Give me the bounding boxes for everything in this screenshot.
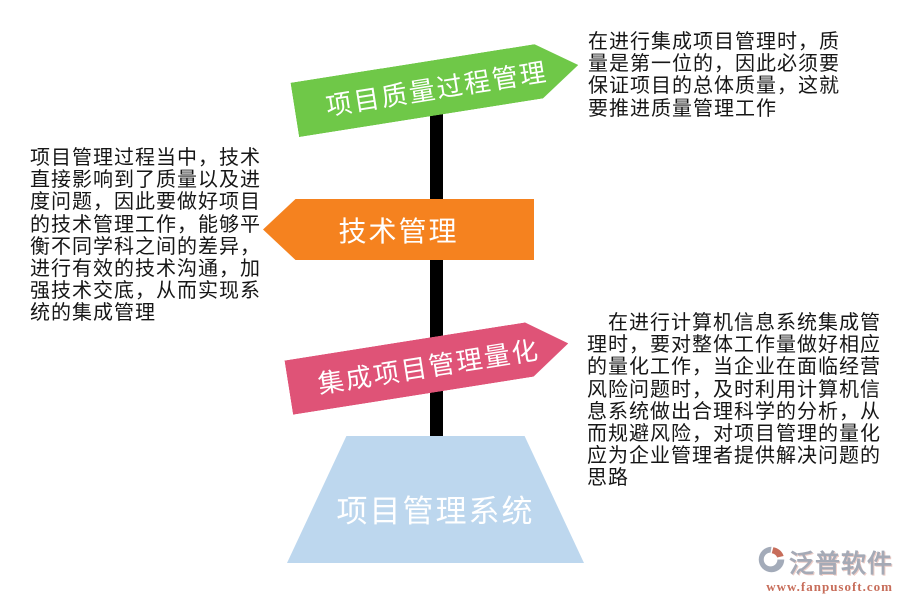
banner-quality-process-label: 项目质量过程管理 (323, 56, 550, 122)
watermark-row: 泛普软件 (756, 544, 893, 580)
watermark-brand: 泛普软件 (788, 550, 893, 578)
fanpu-logo-icon (756, 544, 787, 580)
top-right-paragraph: 在进行集成项目管理时，质 量是第一位的，因此必须要 保证项目的总体质量，这就 要… (588, 31, 840, 120)
left-paragraph: 项目管理过程当中，技术 直接影响到了质量以及进 度问题，因此要做好项目 的技术管… (30, 147, 261, 325)
bottom-right-paragraph: 在进行计算机信息系统集成管 理时，要对整体工作量做好相应 的量化工作，当企业在面… (587, 312, 881, 490)
banner-integration-quantification: 集成项目管理量化 (284, 316, 572, 415)
base-trapezoid: 项目管理系统 (287, 436, 584, 563)
watermark-url: www.fanpusoft.com (766, 579, 893, 594)
base-trapezoid-label: 项目管理系统 (336, 494, 535, 529)
watermark: 泛普软件 www.fanpusoft.com (748, 544, 893, 595)
banner-tech-management: 技术管理 (263, 199, 534, 260)
banner-integration-quantification-label: 集成项目管理量化 (315, 334, 542, 400)
banner-tech-management-label: 技术管理 (338, 215, 459, 247)
